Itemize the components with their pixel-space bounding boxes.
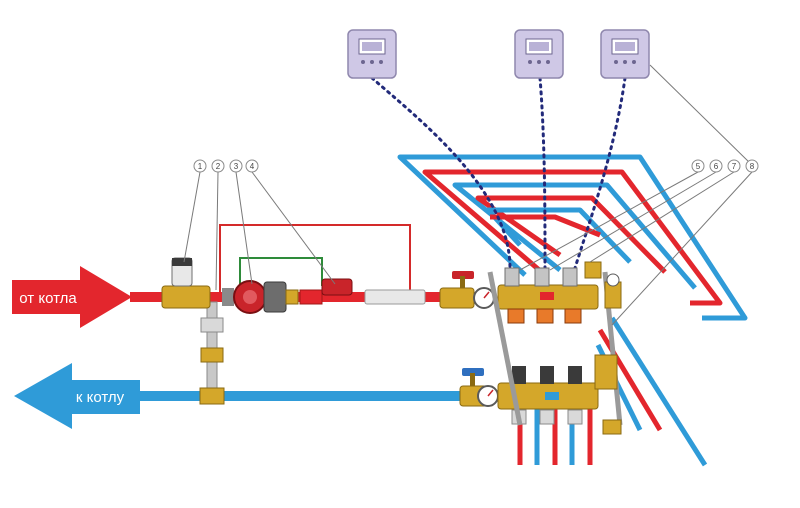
return-ball-valve[interactable] [459,368,499,407]
thermostat-1[interactable] [347,29,397,79]
callout-1: 1 [193,159,207,173]
wire-thermostat-3 [573,76,627,270]
svg-text:5: 5 [696,162,701,171]
callout-2: 2 [211,159,225,173]
svg-text:1: 1 [198,162,203,171]
callouts: 1 2 3 4 5 6 7 8 [193,159,759,173]
svg-text:8: 8 [750,162,755,171]
loop-inner-red [490,214,601,238]
svg-text:4: 4 [250,162,255,171]
supply-arrow: от котла [12,266,132,328]
bypass-line [199,301,225,405]
svg-text:3: 3 [234,162,239,171]
svg-text:7: 7 [732,162,737,171]
return-arrow-label: к котлу [76,389,125,406]
wire-thermostat-1 [370,76,512,270]
green-signal-wire [239,257,323,286]
callout-8: 8 [745,159,759,173]
svg-text:2: 2 [216,162,221,171]
callout-7: 7 [727,159,741,173]
loop-mid-blue [452,182,697,290]
leader-lines [183,64,753,326]
thermostat-2[interactable] [514,29,564,79]
return-pipe [130,391,470,401]
loop-return-blue [609,316,708,467]
loop-outer-blue [397,154,748,321]
supply-manifold[interactable] [497,267,599,324]
loop-outer-red [422,169,723,306]
air-vent-group[interactable] [584,261,622,435]
loop-mid-red [475,195,667,274]
red-control-wire [219,224,411,298]
callout-4: 4 [245,159,259,173]
floor-loops [397,154,748,467]
svg-text:6: 6 [714,162,719,171]
thermal-actuator[interactable] [321,278,353,296]
wire-thermostat-2 [538,76,547,270]
control-circuit [219,224,411,298]
supply-ball-valve[interactable] [439,271,495,309]
callout-6: 6 [709,159,723,173]
return-arrow: к котлу [14,363,140,429]
loop-inner-blue [485,207,632,264]
callout-3: 3 [229,159,243,173]
mixing-valve[interactable] [161,257,211,309]
callout-5: 5 [691,159,705,173]
circulation-pump[interactable] [222,280,299,314]
thermostat-3[interactable] [600,29,650,79]
thermostat-wires [370,76,627,270]
supply-arrow-label: от котла [19,290,77,307]
